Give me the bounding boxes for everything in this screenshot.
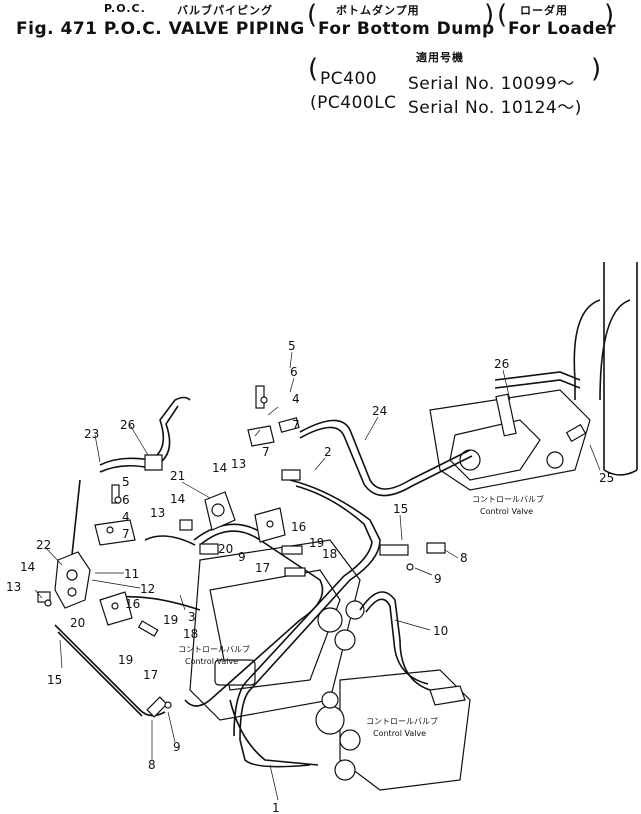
hose-3 — [184, 530, 324, 707]
top-block-4 — [247, 425, 275, 447]
hose-10 — [359, 591, 431, 691]
hose-2 — [239, 479, 381, 768]
control-valve-en-label-mid: Control Valve — [185, 657, 238, 666]
loader-label: For Loader — [508, 19, 616, 39]
callout-26-right: 26 — [494, 357, 509, 371]
paren-close-3: ) — [591, 54, 602, 84]
callout-19-bottom: 19 — [118, 653, 133, 667]
callout-3: 3 — [188, 610, 196, 624]
callout-15-left: 15 — [47, 673, 62, 687]
callout-16-mid: 16 — [291, 520, 306, 534]
callout-numbers: 5 6 4 7 24 2 26 25 15 8 9 10 1 3 23 26 2… — [6, 339, 614, 814]
callout-17-left: 17 — [143, 668, 158, 682]
callout-5-top: 5 — [288, 339, 296, 353]
callout-22: 22 — [36, 538, 51, 552]
callout-1: 1 — [272, 801, 280, 814]
left-manifold-22 — [54, 551, 91, 609]
hose-1 — [229, 699, 319, 766]
callout-12: 12 — [140, 582, 155, 596]
callout-17-mid: 17 — [255, 561, 270, 575]
callout-21: 21 — [170, 469, 185, 483]
left-block-4 — [94, 519, 136, 546]
callout-7-top: 7 — [292, 418, 300, 432]
figure-title: Fig. 471 P.O.C. VALVE PIPING — [16, 19, 305, 39]
callout-16-left: 16 — [125, 597, 140, 611]
serial-line-1-text: Serial No. 10099～ — [408, 74, 575, 94]
callout-20-left: 20 — [70, 616, 85, 630]
jp-valve-piping-label: バルブパイピング — [177, 4, 273, 17]
callout-4-left: 4 — [122, 510, 130, 524]
paren-open-3: ( — [308, 54, 319, 84]
callout-8-right: 8 — [460, 551, 468, 565]
callout-5-left: 5 — [122, 475, 130, 489]
callout-20-mid: 20 — [218, 542, 233, 556]
serial-line-2-text: Serial No. 10124～) — [408, 98, 582, 118]
hose-24 — [299, 419, 471, 490]
leader-lines — [34, 351, 601, 801]
callout-7-left: 7 — [122, 527, 130, 541]
callout-15-right: 15 — [393, 502, 408, 516]
callout-25: 25 — [599, 471, 614, 485]
jp-loader-label: ローダ用 — [520, 4, 568, 17]
center-block-21 — [204, 491, 236, 531]
applicable-machines-label: 適用号機 — [416, 51, 464, 64]
control-valve-jp-label-lower: コントロールバルブ — [366, 716, 438, 726]
control-valve-jp-label-mid: コントロールバルブ — [178, 644, 250, 654]
callout-9-mid: 9 — [238, 550, 246, 564]
callout-23: 23 — [84, 427, 99, 441]
callout-9-left: 9 — [173, 740, 181, 754]
control-valve-en-label-upper: Control Valve — [480, 507, 533, 516]
fittings — [37, 385, 587, 718]
paren-close-2: ) — [604, 0, 615, 30]
loader-arm-pipe — [573, 262, 638, 476]
callout-18-left: 18 — [183, 627, 198, 641]
serial-line-1-model: PC400 — [320, 69, 378, 89]
callout-24: 24 — [372, 404, 387, 418]
left-block-16 — [99, 591, 133, 626]
control-valve-jp-label-upper: コントロールバルブ — [472, 494, 544, 504]
jp-poc-label: P.O.C. — [104, 2, 146, 15]
callout-10: 10 — [433, 624, 448, 638]
callout-4-top: 4 — [292, 392, 300, 406]
paren-open-1: ( — [307, 0, 318, 30]
serial-line-2-model: (PC400LC — [310, 93, 397, 113]
control-valve-middle — [189, 539, 365, 721]
callout-14-left: 14 — [20, 560, 35, 574]
callout-19-mid: 19 — [309, 536, 324, 550]
callout-6-top: 6 — [290, 365, 298, 379]
callout-13-left: 13 — [6, 580, 21, 594]
control-valve-en-label-lower: Control Valve — [373, 729, 426, 738]
callout-11: 11 — [124, 567, 139, 581]
callout-13-mid: 13 — [150, 506, 165, 520]
hose-26 — [99, 396, 191, 466]
callout-9-right: 9 — [434, 572, 442, 586]
callout-19-left: 19 — [163, 613, 178, 627]
callout-2: 2 — [324, 445, 332, 459]
callout-7-mid: 7 — [262, 445, 270, 459]
control-valve-lower — [315, 669, 471, 791]
paren-close-1: ) — [484, 0, 495, 30]
callout-8-left: 8 — [148, 758, 156, 772]
paren-open-2: ( — [497, 0, 508, 30]
control-valve-upper — [429, 371, 591, 491]
center-block-16 — [254, 507, 286, 543]
callout-6-left: 6 — [122, 493, 130, 507]
callout-14-mid: 14 — [170, 492, 185, 506]
bottom-dump-label: For Bottom Dump — [318, 19, 495, 39]
callout-14-top: 14 — [212, 461, 227, 475]
callout-18-mid: 18 — [322, 547, 337, 561]
callout-26-left: 26 — [120, 418, 135, 432]
callout-13-top: 13 — [231, 457, 246, 471]
jp-bottom-dump-label: ボトムダンプ用 — [336, 4, 420, 17]
